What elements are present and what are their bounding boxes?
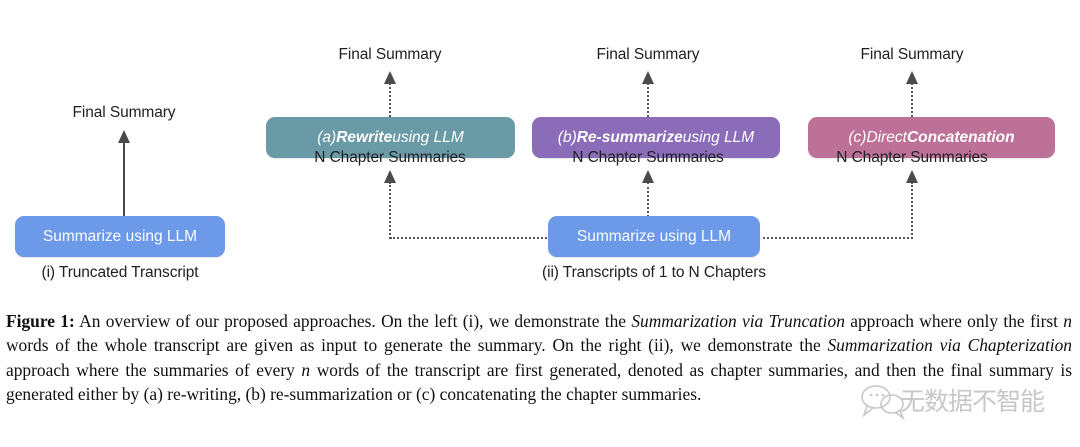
- caption-text-3: words of the whole transcript are given …: [6, 335, 828, 356]
- caption-text-5: words of the transcript are first genera…: [6, 359, 1072, 404]
- column-c-method-box[interactable]: (c) Direct Concatenation: [808, 117, 1055, 158]
- column-a-upper-arrow: [383, 71, 397, 117]
- column-a-final-summary-label: Final Summary: [338, 46, 442, 63]
- column-a-method-suffix: using LLM: [392, 128, 464, 146]
- arrowhead-icon: [384, 71, 396, 84]
- arrowhead-icon: [906, 71, 918, 84]
- arrow-stem: [123, 140, 125, 218]
- column-b-method-name: Re-summarize: [576, 128, 683, 146]
- caption-italic-chapterization: Summarization via Chapterization: [827, 335, 1072, 356]
- caption-math-n-1: n: [1063, 311, 1072, 331]
- column-b-method-prefix: (b): [557, 128, 577, 146]
- column-c-method-prefix: (c): [848, 128, 867, 146]
- column-c-final-summary-label: Final Summary: [860, 46, 964, 63]
- column-c-method-lead: Direct: [866, 128, 907, 146]
- column-a-method-prefix: (a): [317, 128, 337, 146]
- column-b-upper-arrow: [641, 71, 655, 117]
- arrow-stem-dotted: [647, 83, 649, 117]
- arrowhead-icon: [118, 130, 130, 143]
- caption-label: Figure 1:: [6, 311, 75, 331]
- column-a-method-box[interactable]: (a) Rewrite using LLM: [266, 117, 515, 158]
- column-c-lower-arrow: [905, 170, 919, 239]
- column-a-lower-arrow: [383, 170, 397, 239]
- column-b-final-summary-label: Final Summary: [596, 46, 700, 63]
- column-b-method-suffix: using LLM: [682, 128, 755, 146]
- left-solid-arrow: [117, 130, 131, 218]
- caption-math-n-2: n: [301, 359, 311, 380]
- left-final-summary-label: Final Summary: [72, 104, 176, 121]
- right-summarize-box-label: Summarize using LLM: [576, 227, 732, 245]
- right-summarize-box[interactable]: Summarize using LLM: [548, 216, 760, 257]
- arrowhead-icon: [906, 170, 918, 183]
- caption-text-2: approach where only the first: [844, 311, 1064, 331]
- column-a-intermediate-label: N Chapter Summaries: [314, 149, 466, 166]
- left-input-label: (i) Truncated Transcript: [41, 264, 199, 281]
- column-c-method-name: Concatenation: [906, 128, 1015, 146]
- arrow-stem-dotted: [647, 182, 649, 225]
- column-b-lower-arrow: [641, 170, 655, 225]
- left-summarize-box-label: Summarize using LLM: [42, 227, 198, 245]
- column-b-intermediate-label: N Chapter Summaries: [572, 149, 724, 166]
- dotted-bus-left-segment: [390, 237, 550, 239]
- figure-caption: Figure 1: An overview of our proposed ap…: [6, 309, 1072, 406]
- arrow-stem-dotted: [911, 182, 913, 239]
- caption-italic-truncation: Summarization via Truncation: [631, 311, 845, 331]
- arrow-stem-dotted: [389, 83, 391, 117]
- arrow-stem-dotted: [911, 83, 913, 117]
- column-a-method-name: Rewrite: [336, 128, 393, 146]
- column-c-upper-arrow: [905, 71, 919, 117]
- column-c-intermediate-label: N Chapter Summaries: [836, 149, 988, 166]
- arrowhead-icon: [642, 71, 654, 84]
- arrowhead-icon: [384, 170, 396, 183]
- caption-text-1: An overview of our proposed approaches. …: [74, 311, 632, 331]
- column-b-method-box[interactable]: (b) Re-summarize using LLM: [532, 117, 780, 158]
- right-input-label: (ii) Transcripts of 1 to N Chapters: [542, 264, 766, 281]
- arrowhead-icon: [642, 170, 654, 183]
- figure-diagram: Final Summary Summarize using LLM (i) Tr…: [15, 46, 1055, 281]
- dotted-bus-right-segment: [758, 237, 913, 239]
- caption-text-4: approach where the summaries of every: [6, 359, 302, 380]
- arrow-stem-dotted: [389, 182, 391, 239]
- left-summarize-box[interactable]: Summarize using LLM: [15, 216, 225, 257]
